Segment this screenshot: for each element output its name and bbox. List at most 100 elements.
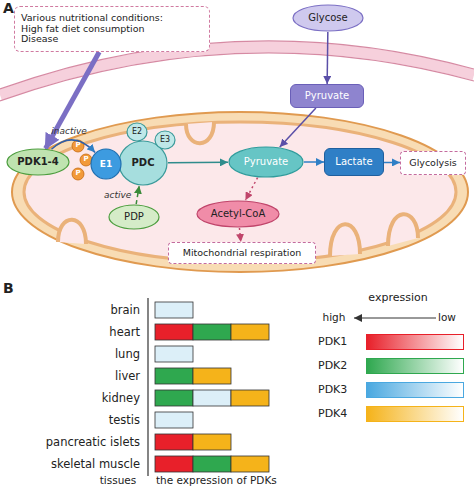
- expression-cell: [231, 324, 269, 340]
- enzyme-ellipse: PDK1-4: [6, 148, 70, 176]
- condition-box: Various nutritional conditions:High fat …: [14, 6, 210, 52]
- tissue-name: brain: [110, 304, 140, 317]
- legend-text: PDK2: [318, 360, 347, 372]
- node-text: Acetyl-CoA: [211, 208, 265, 220]
- ellipse-shape: [155, 131, 175, 149]
- tissue-name: lung: [115, 348, 140, 361]
- expression-cell: [155, 434, 193, 450]
- node-text: Pyruvate: [305, 90, 350, 102]
- metabolite-ellipse: Acetyl-CoA: [196, 200, 280, 228]
- expression-cell: [231, 390, 269, 406]
- expression-cell: [155, 324, 193, 340]
- expression-cell: [155, 412, 193, 428]
- ellipse-shape: [109, 205, 159, 229]
- node-text: PDC: [132, 157, 155, 169]
- expression-cell: [193, 456, 231, 472]
- phosphate-symbol: [80, 154, 92, 166]
- tissue-name: skeletal muscle: [51, 458, 140, 471]
- ellipse-shape: [91, 149, 121, 179]
- crista: [330, 224, 360, 256]
- ellipse-shape: [127, 123, 147, 141]
- expression-cell: [155, 302, 193, 318]
- expression-cell: [193, 324, 231, 340]
- node-text: Glycolysis: [409, 158, 456, 169]
- ellipse-shape: [293, 5, 363, 31]
- metabolite-box: Lactate: [324, 148, 384, 176]
- node-text: Lactate: [335, 156, 372, 168]
- panel-letter: B: [3, 281, 14, 296]
- mitochondrion-inner: [24, 122, 456, 262]
- arrow-connector: [51, 140, 95, 152]
- arrow-connector: [384, 162, 400, 164]
- node-text: Mitochondrial respiration: [183, 248, 302, 259]
- node-text: E2: [132, 127, 142, 136]
- metabolite-ellipse: Glycose: [292, 4, 364, 32]
- ellipse-shape: [119, 141, 167, 185]
- node-text: E3: [160, 135, 170, 144]
- expression-cell: [193, 434, 231, 450]
- expression-cell: [155, 390, 193, 406]
- legend-title: expression: [368, 292, 427, 304]
- axis-title: tissues: [100, 475, 137, 487]
- phosphate-label: P: [75, 170, 80, 178]
- expression-cell: [155, 368, 193, 384]
- axis-title: the expression of PDKs: [156, 475, 277, 487]
- process-box: Glycolysis: [400, 151, 466, 175]
- metabolite-ellipse: Pyruvate: [228, 146, 304, 178]
- membrane-edge: [0, 53, 474, 101]
- legend-scale: low: [438, 312, 456, 324]
- arrow-connector: [239, 228, 240, 242]
- node-text: Pyruvate: [244, 156, 289, 168]
- crista: [58, 220, 86, 244]
- ellipse-shape: [197, 201, 279, 227]
- arrow-connector: [168, 162, 228, 164]
- legend-swatch: [366, 334, 464, 350]
- phosphate-label: P: [75, 142, 80, 150]
- legend-text: PDK4: [318, 408, 347, 420]
- legend-scale: high: [323, 312, 346, 324]
- subunit-circle: E2: [126, 122, 148, 142]
- arrow-connector: [245, 178, 257, 201]
- subunit-circle: E3: [154, 130, 176, 150]
- arrow-connector: [280, 108, 316, 147]
- node-text: E1: [100, 159, 112, 169]
- phosphate-symbol: [72, 168, 84, 180]
- arrow-connector: [46, 52, 100, 148]
- expression-cells: [155, 302, 269, 472]
- expression-cell: [155, 346, 193, 362]
- arrow-connector: [304, 161, 324, 163]
- mitochondrion-outer: [12, 112, 468, 272]
- node-text: Various nutritional conditions:: [21, 13, 163, 24]
- legend-arrow: [354, 318, 436, 319]
- metabolite-box: Pyruvate: [290, 84, 364, 108]
- tissue-name: heart: [109, 326, 140, 339]
- expression-cell: [231, 456, 269, 472]
- legend-swatch: [366, 406, 464, 422]
- node-text: Disease: [21, 34, 58, 45]
- tissue-name: testis: [109, 414, 140, 427]
- ellipse-shape: [7, 149, 69, 175]
- subunit-circle: E1: [90, 148, 122, 180]
- node-text: High fat diet consumption: [21, 24, 145, 35]
- crista: [186, 122, 214, 143]
- edge-label: active: [104, 190, 131, 200]
- legend-text: PDK1: [318, 336, 347, 348]
- expression-cell: [193, 390, 231, 406]
- panel-letter: A: [3, 1, 14, 16]
- legend-swatch: [366, 358, 464, 374]
- node-text: PDK1-4: [17, 156, 58, 168]
- expression-cell: [155, 456, 193, 472]
- tissue-name: pancreatic islets: [46, 436, 140, 449]
- arrow-connector: [136, 186, 139, 204]
- table-axis: [147, 298, 148, 476]
- arrow-connector: [326, 32, 328, 84]
- enzyme-ellipse: PDP: [108, 204, 160, 230]
- node-text: PDP: [124, 211, 144, 223]
- process-box: Mitochondrial respiration: [168, 242, 316, 264]
- tissue-name: kidney: [102, 392, 140, 405]
- phosphate-label: P: [83, 156, 88, 164]
- ellipse-shape: [229, 147, 303, 177]
- tissue-name: liver: [115, 370, 140, 383]
- expression-cell: [193, 368, 231, 384]
